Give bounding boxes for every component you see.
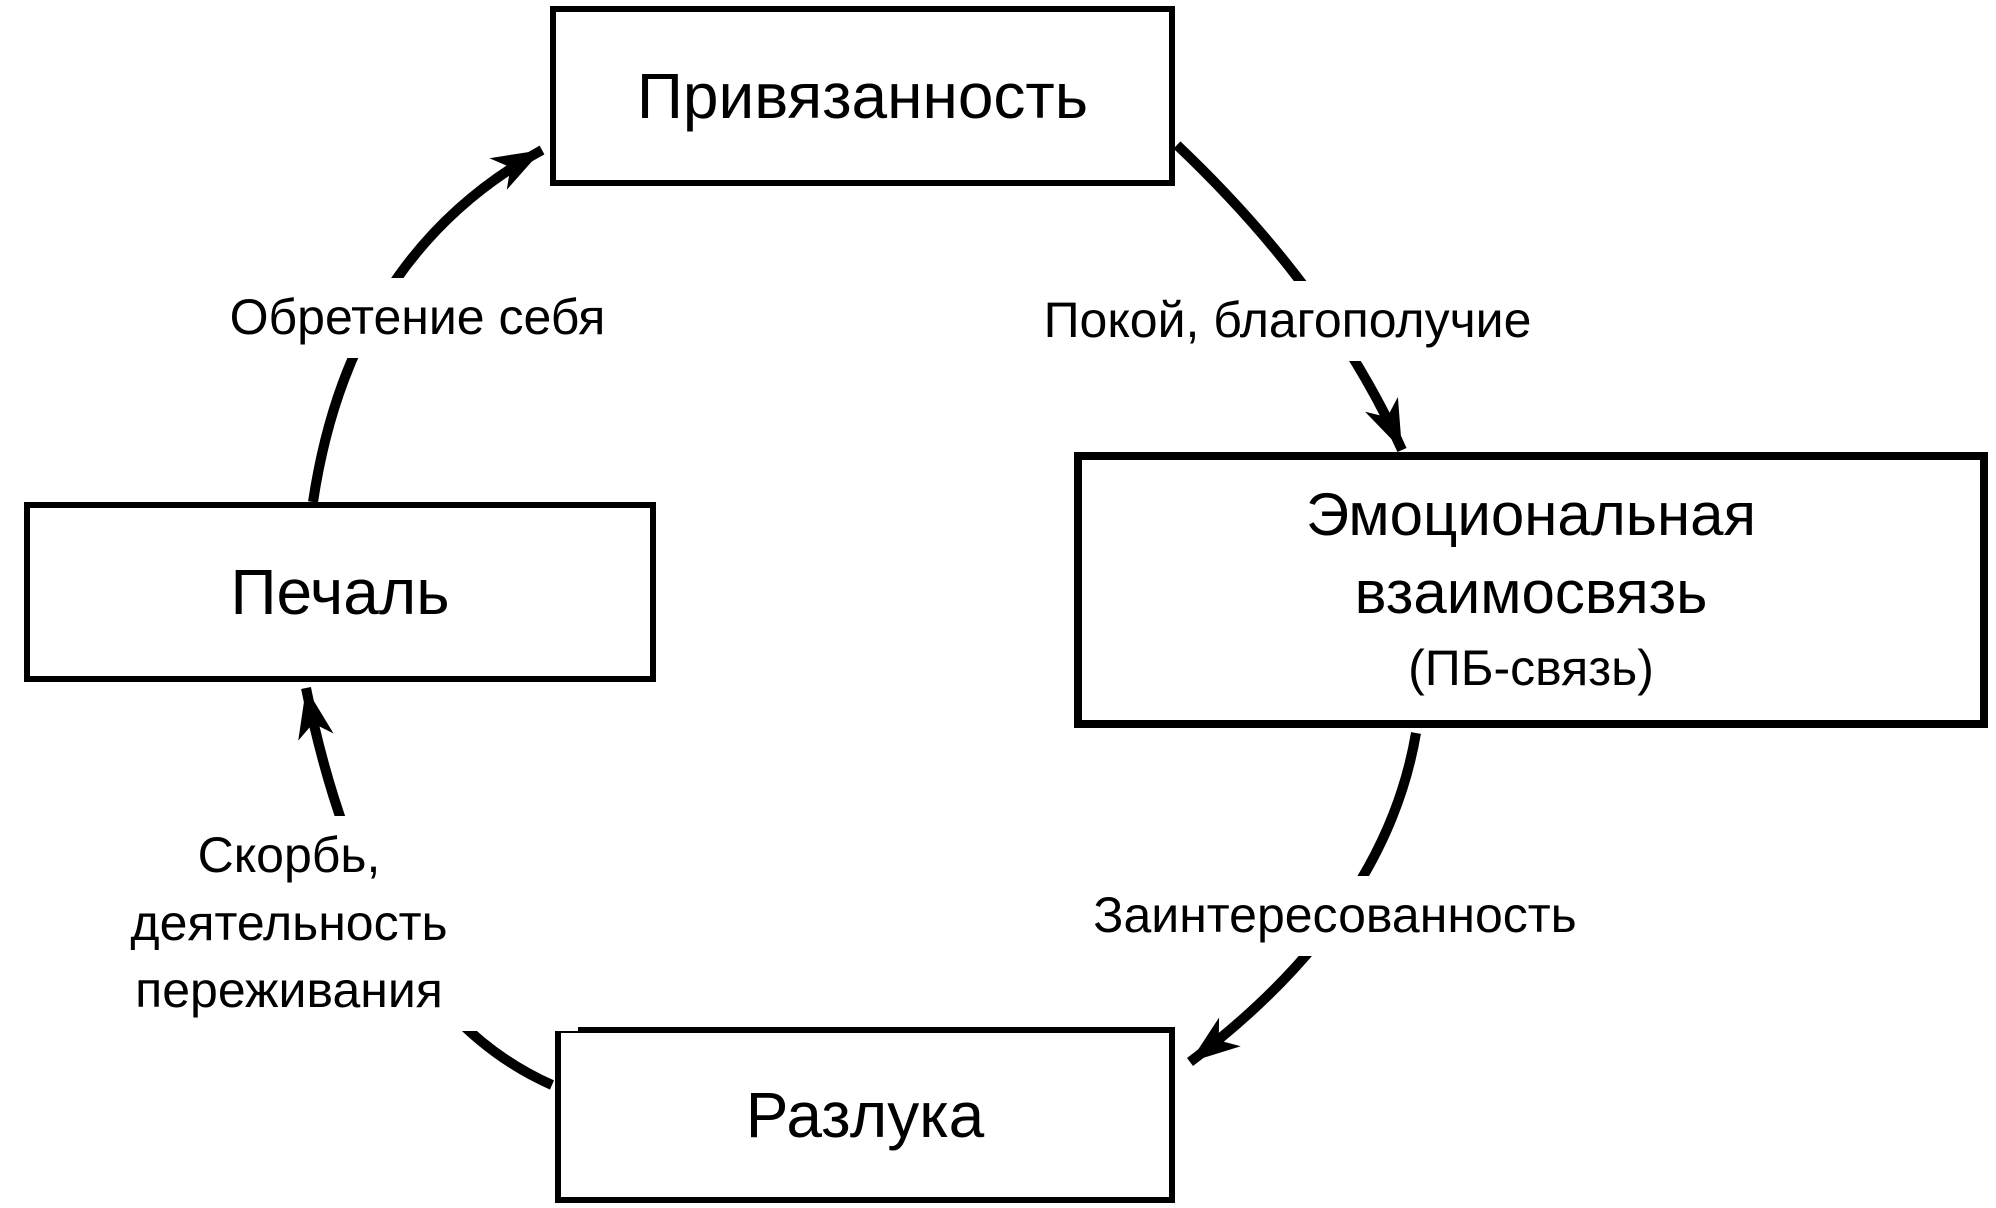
node-emotional-bond: Эмоциональная взаимосвязь (ПБ-связь) bbox=[1074, 452, 1988, 728]
node-sadness: Печаль bbox=[24, 502, 656, 682]
edge-label-interest: Заинтересованность bbox=[1035, 876, 1635, 956]
node-attachment: Привязанность bbox=[550, 6, 1175, 186]
node-emotional-line2: взаимосвязь bbox=[1354, 558, 1708, 626]
edge-label-peace-wellbeing: Покой, благополучие bbox=[985, 281, 1590, 361]
edge-label-grief: Скорбь, деятельность переживания bbox=[0, 816, 578, 1031]
node-sadness-label: Печаль bbox=[230, 555, 450, 628]
edge-label-grief-line2: деятельность переживания bbox=[130, 894, 448, 1019]
node-emotional-line3: (ПБ-связь) bbox=[1408, 639, 1654, 696]
node-emotional-line1: Эмоциональная bbox=[1305, 480, 1757, 548]
edge-label-grief-line1: Скорбь, bbox=[197, 827, 381, 883]
node-separation: Разлука bbox=[555, 1027, 1175, 1203]
node-attachment-label: Привязанность bbox=[636, 59, 1089, 132]
edge-label-finding-oneself: Обретение себя bbox=[185, 278, 650, 358]
node-separation-label: Разлука bbox=[745, 1078, 985, 1151]
